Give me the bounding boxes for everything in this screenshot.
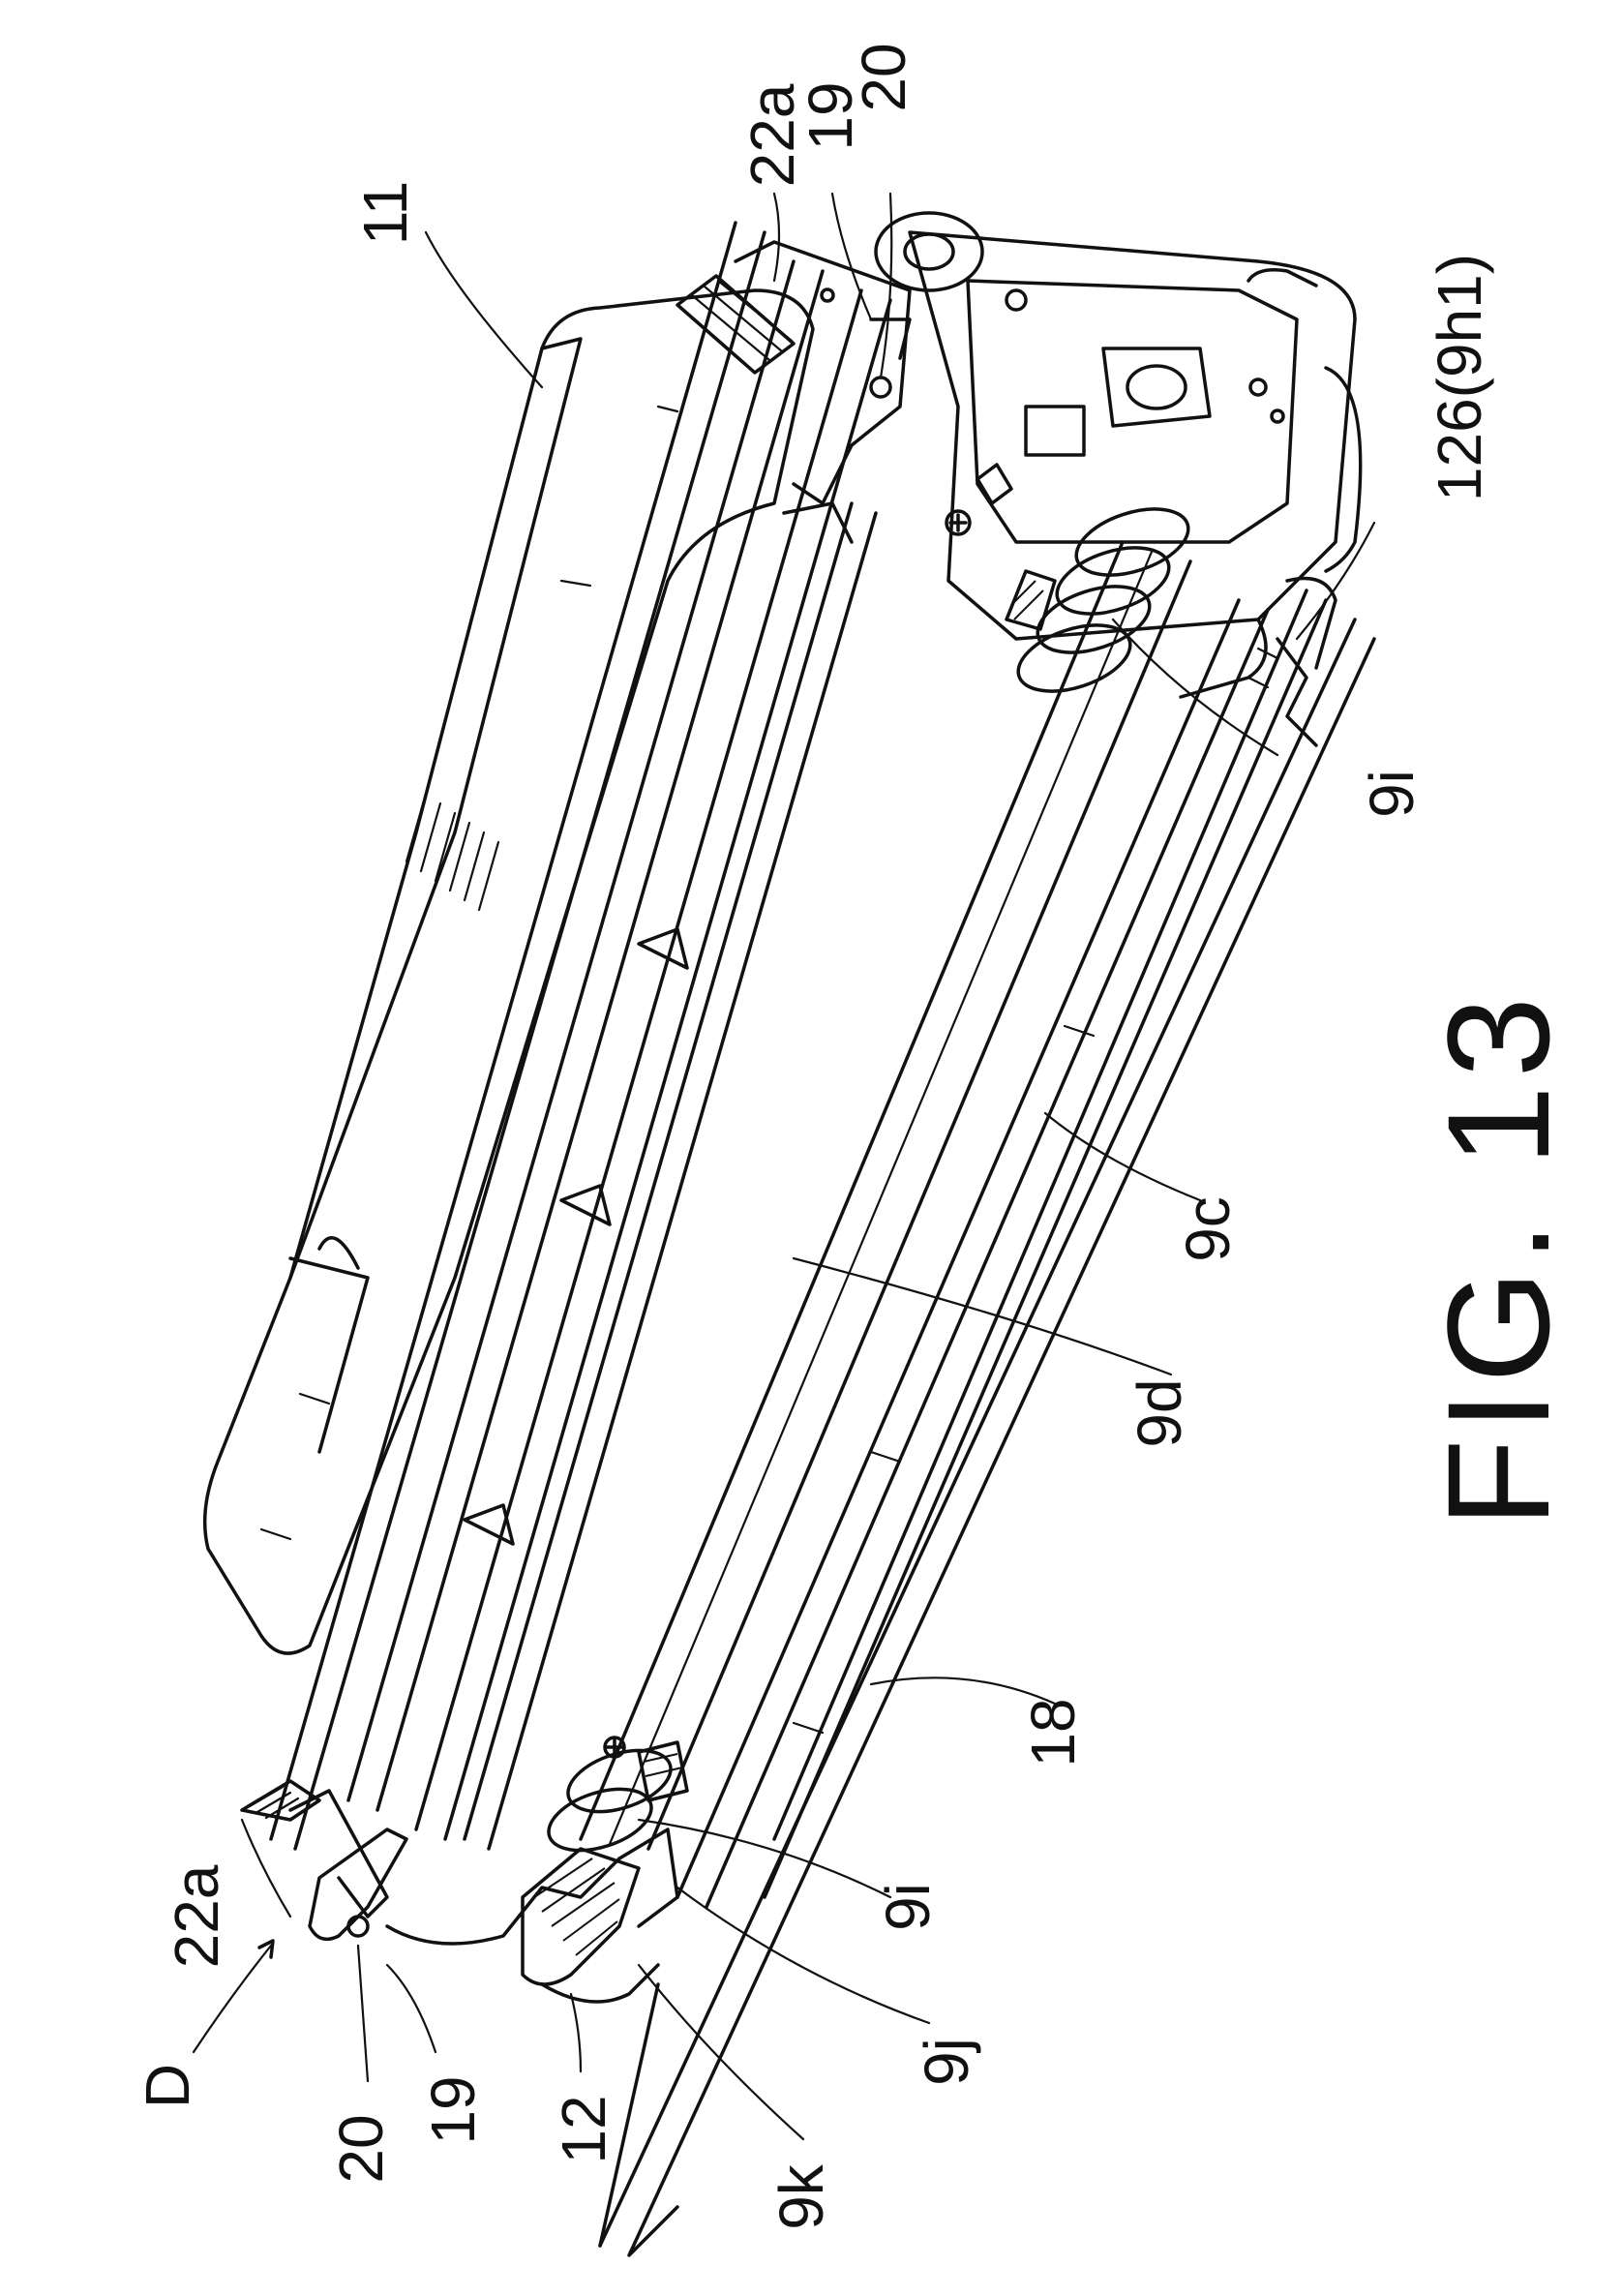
leader-9i-left [637, 1818, 892, 1899]
leader-18 [869, 1677, 1057, 1706]
leader-12 [569, 1992, 583, 2073]
developing-sleeve-9c [547, 463, 1192, 1853]
pin-20-bottom [346, 1915, 370, 1938]
upper-frame-rails [269, 221, 892, 1851]
figure-caption: FIG. 13 [1417, 989, 1579, 1527]
label-20-top: 20 [849, 43, 918, 111]
leader-22a-top [772, 192, 781, 283]
label-22a-top: 22a [737, 83, 807, 187]
reference-numerals: 11 22a 19 20 126(9h1) 9i 9c 9d 18 9i 9j … [133, 43, 1494, 2229]
label-20-bottom: 20 [326, 2114, 396, 2183]
leader-9c [1043, 1111, 1202, 1202]
label-9d: 9d [1125, 1378, 1194, 1447]
leader-lines [192, 192, 1376, 2141]
label-18: 18 [1018, 1698, 1088, 1767]
label-9i-right: 9i [1357, 770, 1427, 818]
blade-18 [598, 618, 1376, 2257]
toner-container-11 [202, 288, 815, 1655]
right-end-plate [908, 230, 1363, 699]
leader-126 [1295, 521, 1376, 641]
leader-20-bottom [356, 1944, 370, 2083]
label-126-9h1: 126(9h1) [1425, 254, 1494, 501]
label-D: D [133, 2064, 202, 2108]
top-right-end-assembly [676, 211, 984, 505]
leader-22a-bottom [240, 1818, 292, 1918]
label-9c: 9c [1173, 1196, 1243, 1262]
sleeve-ring-9i-right [1074, 507, 1190, 577]
leader-9i-right [1111, 618, 1279, 757]
leader-9k [637, 1963, 805, 2141]
label-9i-left: 9i [873, 1883, 943, 1931]
doctor-blade-plate-9d [676, 576, 1337, 1909]
label-22a-bottom: 22a [162, 1864, 231, 1968]
leader-19-top [830, 192, 873, 321]
pin-20-top [869, 376, 892, 399]
label-12: 12 [549, 2095, 618, 2163]
sleeve-ring-9i-left [547, 1787, 653, 1853]
label-9k: 9k [766, 2163, 836, 2230]
bearing-boss [874, 211, 984, 292]
leader-20-top [879, 192, 893, 379]
gear-12 [521, 1847, 641, 1986]
label-9j: 9j [912, 2038, 981, 2086]
label-19-bottom: 19 [418, 2075, 488, 2144]
leader-9d [792, 1256, 1173, 1376]
leader-11 [424, 230, 544, 389]
label-19-top: 19 [796, 81, 865, 150]
lower-left-end-assembly [240, 1736, 689, 2248]
leader-9j [676, 1886, 931, 2025]
arrow-D [257, 1939, 275, 1959]
label-11: 11 [350, 181, 420, 245]
leader-D [192, 1944, 273, 2054]
leader-19-bottom [385, 1963, 437, 2054]
